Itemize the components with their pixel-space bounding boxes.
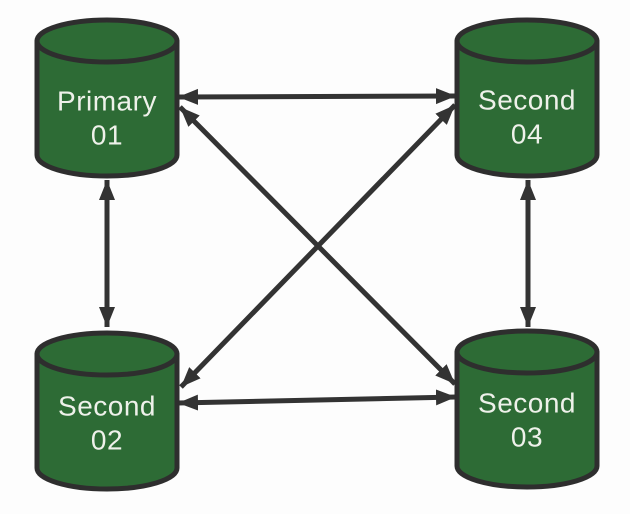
node-second-03: Second 03 [454,328,600,490]
database-cylinder-top-icon [34,17,180,65]
database-cylinder-top-icon [34,330,180,378]
node-label-line2: 01 [91,120,123,151]
arrow-primary01-second04 [177,88,457,105]
node-second-02: Second 02 [34,330,180,492]
node-second-04: Second 04 [454,17,600,179]
connections [99,88,536,411]
database-cylinder-top-icon [454,17,600,65]
arrow-second02-second03 [177,389,457,411]
node-label-line1: Primary [57,86,157,117]
arrow-second04-second02 [179,103,457,389]
node-label-line2: 02 [91,425,123,456]
node-label-line1: Second [478,85,576,116]
node-label-line2: 04 [511,119,543,150]
database-cylinder-icon [454,38,600,179]
node-label-line1: Second [478,388,576,419]
node-label-line1: Second [58,391,156,422]
node-primary-01: Primary 01 [34,17,180,179]
node-label-line2: 03 [511,422,543,453]
database-cylinder-icon [34,38,180,179]
database-cylinder-top-icon [454,328,600,376]
database-cylinder-icon [454,349,600,490]
database-cylinder-icon [34,351,180,492]
